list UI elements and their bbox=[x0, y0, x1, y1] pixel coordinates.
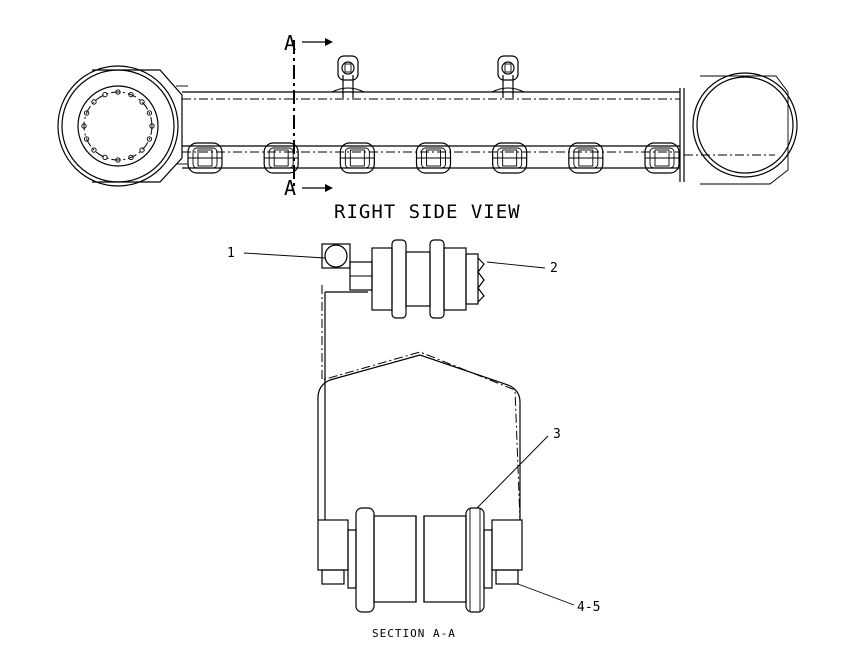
callout-3: 3 bbox=[476, 427, 561, 509]
bolt-hole bbox=[128, 91, 134, 98]
callout-1-label: 1 bbox=[227, 246, 235, 261]
bolt-hole bbox=[102, 91, 108, 98]
bolt-hole bbox=[91, 147, 97, 153]
section-view: SECTION A-A bbox=[317, 239, 523, 640]
track-roller bbox=[187, 142, 223, 174]
bolt-hole bbox=[91, 99, 97, 105]
bolt-hole bbox=[128, 154, 134, 161]
sprocket-wheel bbox=[57, 65, 188, 187]
track-roller-section bbox=[317, 507, 523, 613]
carrier-roller-section bbox=[321, 239, 485, 319]
callout-4-5: 4-5 bbox=[517, 583, 600, 615]
track-roller bbox=[492, 142, 528, 174]
bolt-hole bbox=[146, 110, 153, 116]
right-side-view: A A RIGHT SIDE VIEW bbox=[57, 31, 798, 223]
carrier-rollers bbox=[331, 55, 525, 98]
callout-1: 1 bbox=[227, 246, 326, 261]
bolt-hole bbox=[115, 89, 121, 95]
roller-guard-bracket bbox=[317, 285, 521, 521]
front-idler bbox=[684, 72, 798, 185]
bolt-hole bbox=[102, 154, 108, 161]
bolt-hole bbox=[139, 99, 145, 105]
bolt-hole bbox=[149, 123, 155, 129]
bolt-hole bbox=[115, 157, 121, 163]
section-cut-line: A A bbox=[284, 31, 333, 200]
section-view-title: SECTION A-A bbox=[372, 627, 456, 640]
track-roller bbox=[644, 142, 680, 174]
section-marker-bottom: A bbox=[284, 176, 296, 200]
bolt-hole bbox=[139, 147, 145, 153]
track-rollers bbox=[187, 142, 680, 174]
track-roller bbox=[415, 142, 452, 174]
callout-4-5-label: 4-5 bbox=[577, 600, 600, 615]
callout-2: 2 bbox=[486, 261, 558, 276]
bolt-hole bbox=[146, 136, 153, 142]
track-roller bbox=[339, 142, 375, 174]
bolt-hole bbox=[83, 136, 90, 142]
section-marker-top: A bbox=[284, 31, 296, 55]
track-roller bbox=[568, 142, 604, 174]
callout-2-label: 2 bbox=[550, 261, 558, 276]
carrier-roller bbox=[491, 55, 525, 98]
right-side-view-title: RIGHT SIDE VIEW bbox=[334, 201, 521, 223]
carrier-roller bbox=[331, 55, 365, 98]
bolt-hole bbox=[81, 123, 87, 129]
callouts: 1 2 3 4-5 bbox=[227, 246, 600, 615]
callout-3-label: 3 bbox=[553, 427, 561, 442]
bolt-hole bbox=[83, 110, 90, 116]
